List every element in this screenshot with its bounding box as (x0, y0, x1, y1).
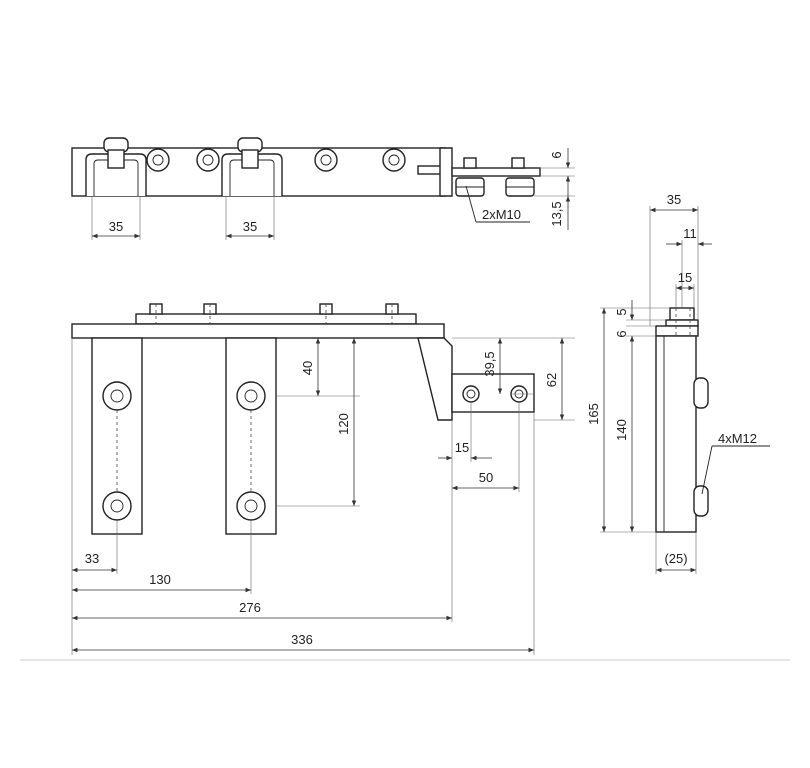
dim-120: 120 (336, 413, 351, 435)
dim-bolt-height: 13,5 (549, 201, 564, 226)
callout-2xm10: 2xM10 (482, 207, 521, 222)
side-view: 35 11 15 5 6 165 140 (25) 4xM12 (586, 192, 770, 574)
dim-130: 130 (149, 572, 171, 587)
dim-left-clamp: 35 (109, 219, 123, 234)
dim-side-25: (25) (664, 551, 687, 566)
top-view: 35 35 6 13,5 2xM10 (71, 137, 575, 240)
dim-side-11: 11 (683, 226, 697, 241)
dim-side-140: 140 (614, 419, 629, 441)
dim-336: 336 (291, 632, 313, 647)
dim-33: 33 (85, 551, 99, 566)
dim-50: 50 (479, 470, 493, 485)
dim-side-165: 165 (586, 403, 601, 425)
bolt-row (149, 303, 399, 338)
dim-39-5: 39,5 (482, 351, 497, 376)
dim-276: 276 (239, 600, 261, 615)
front-view: 33 130 276 336 40 120 39,5 62 15 50 (71, 303, 575, 655)
dim-right-clamp: 35 (243, 219, 257, 234)
dim-62: 62 (544, 373, 559, 387)
dim-15: 15 (455, 440, 469, 455)
clamp-left (85, 137, 147, 196)
dim-side-6: 6 (614, 330, 629, 337)
side-body (655, 335, 697, 533)
clamp-right (221, 137, 283, 196)
dim-side-35: 35 (667, 192, 681, 207)
callout-4xm12: 4xM12 (718, 431, 757, 446)
dim-40: 40 (300, 361, 315, 375)
dim-side-15: 15 (678, 270, 692, 285)
dim-side-5: 5 (614, 308, 629, 315)
dim-thickness-top: 6 (549, 151, 564, 158)
